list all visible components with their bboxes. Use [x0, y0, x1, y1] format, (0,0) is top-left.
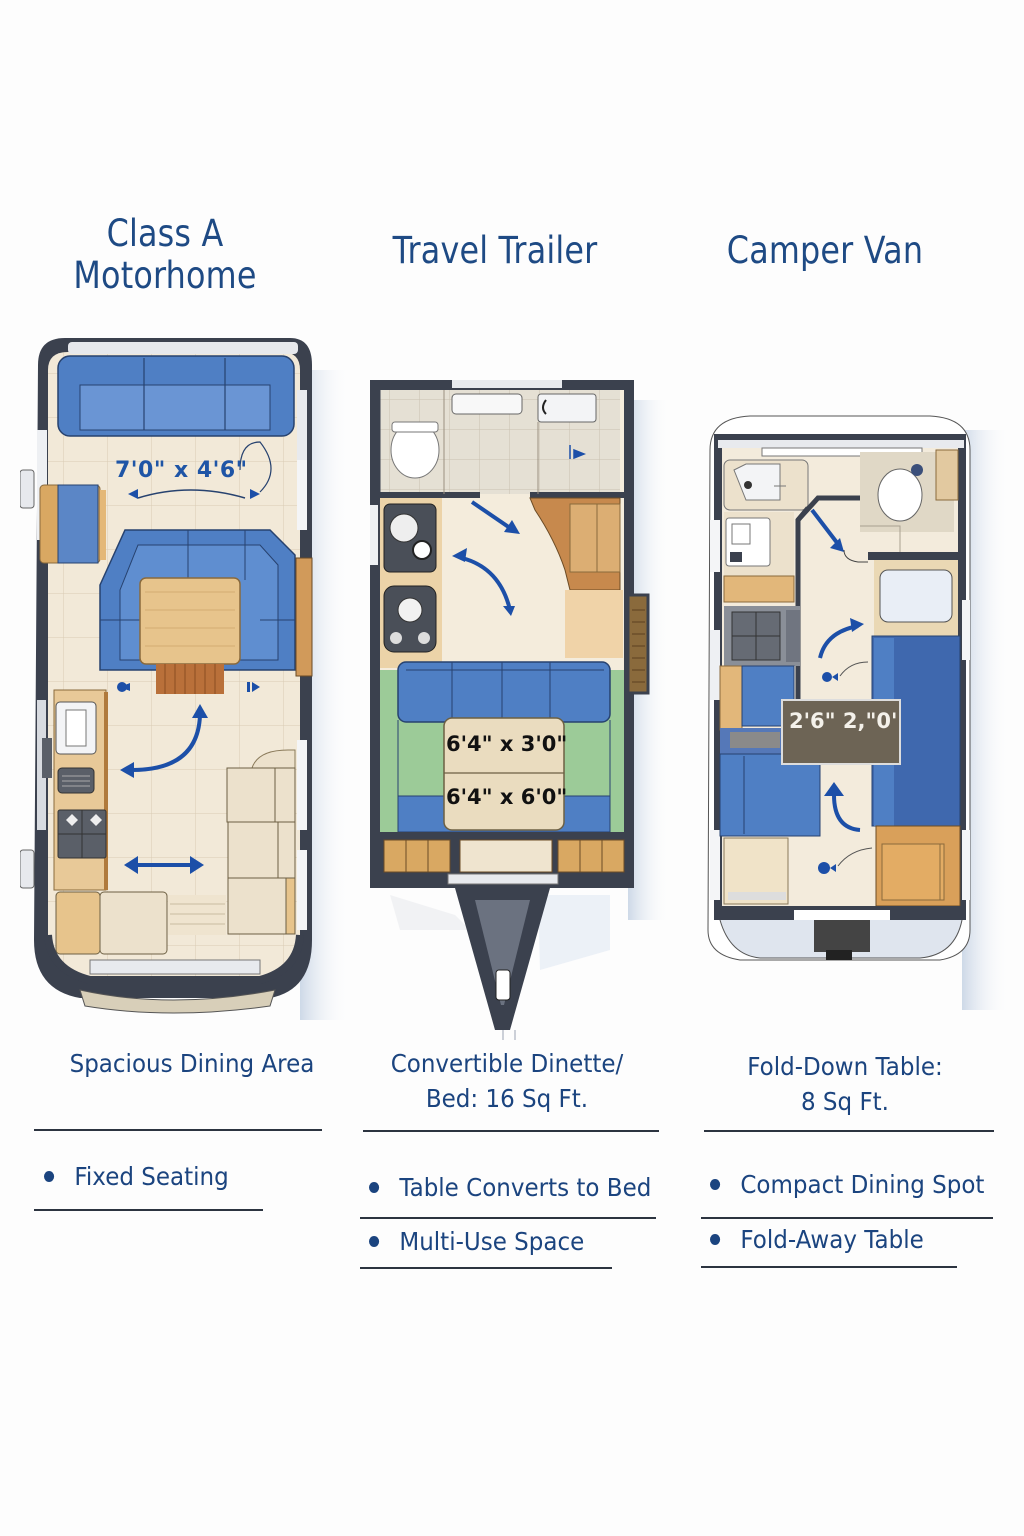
camper-van-title: Camper Van: [726, 229, 924, 272]
bullet-dot-icon: [369, 1182, 380, 1193]
trailer-caption: Convertible Dinette/ Bed: 16 Sq Ft.: [369, 1046, 645, 1116]
van-table-dimension: 2'6" 2,"0': [789, 709, 898, 733]
bullet-text: Fixed Seating: [74, 1162, 229, 1191]
divider: [363, 1130, 659, 1132]
camper-van-floorplan: [707, 415, 1010, 1010]
divider: [360, 1217, 656, 1219]
caption-line-2: Bed: 16 Sq Ft.: [425, 1084, 589, 1113]
motorhome-dinette-dimension: 7'0" x 4'6": [115, 458, 248, 483]
travel-trailer-title: Travel Trailer: [392, 229, 598, 272]
bullet-item: Fixed Seating: [44, 1162, 229, 1191]
class-a-motorhome-floorplan: [20, 338, 350, 1020]
bullet-item: Compact Dining Spot: [710, 1170, 984, 1199]
bullet-text: Fold-Away Table: [740, 1225, 924, 1254]
divider: [701, 1217, 993, 1219]
bullet-item: Fold-Away Table: [710, 1225, 924, 1254]
bullet-dot-icon: [369, 1236, 380, 1247]
bullet-text: Multi-Use Space: [399, 1227, 585, 1256]
bullet-text: Compact Dining Spot: [740, 1170, 985, 1199]
bullet-item: Table Converts to Bed: [369, 1173, 651, 1202]
class-a-motorhome-title: Class A Motorhome: [40, 213, 289, 297]
motorhome-caption: Spacious Dining Area: [69, 1049, 315, 1078]
front-sofa: [57, 355, 295, 437]
travel-trailer-floorplan: [370, 380, 670, 1040]
divider: [34, 1209, 263, 1211]
bullet-item: Multi-Use Space: [369, 1227, 584, 1256]
trailer-table-dimension: 6'4" x 3'0": [446, 732, 568, 756]
caption-line-2: 8 Sq Ft.: [800, 1087, 890, 1116]
bullet-dot-icon: [710, 1234, 721, 1245]
divider: [360, 1267, 612, 1269]
caption-line-1: Fold-Down Table:: [747, 1052, 943, 1081]
divider: [34, 1129, 322, 1131]
bullet-dot-icon: [44, 1171, 55, 1182]
van-caption: Fold-Down Table: 8 Sq Ft.: [712, 1049, 979, 1119]
divider: [701, 1266, 957, 1268]
divider: [704, 1130, 994, 1132]
trailer-bed-dimension: 6'4" x 6'0": [446, 785, 568, 809]
caption-line-1: Convertible Dinette/: [390, 1049, 624, 1078]
bullet-dot-icon: [710, 1179, 721, 1190]
title-line-2: Motorhome: [73, 254, 257, 297]
bullet-text: Table Converts to Bed: [399, 1173, 652, 1202]
title-line-1: Class A: [106, 212, 224, 255]
